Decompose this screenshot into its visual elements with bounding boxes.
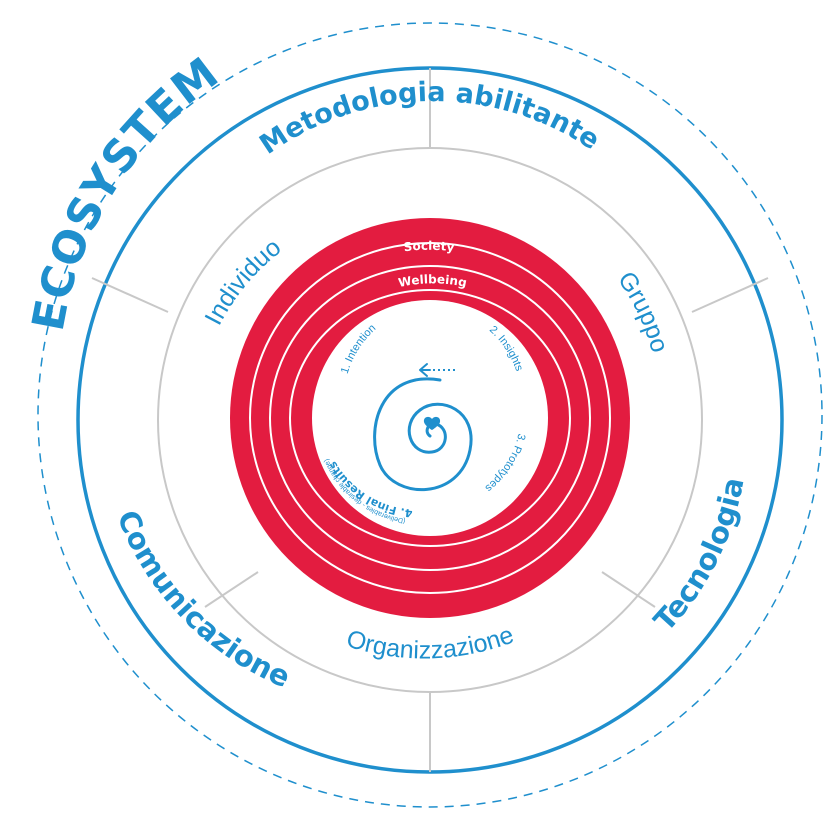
arrow-left-icon bbox=[419, 363, 431, 377]
ring-society bbox=[269, 265, 591, 571]
label-gruppo: Gruppo bbox=[612, 267, 674, 356]
spoke-lower-left bbox=[204, 571, 259, 608]
spiral-icon bbox=[373, 377, 473, 492]
label-innovation: Innovation bbox=[393, 203, 469, 220]
ecosystem-dashed-ring bbox=[37, 22, 823, 808]
label-tecnologia: Tecnologia bbox=[647, 475, 750, 638]
label-organizzazione: Organizzazione bbox=[343, 621, 517, 665]
spoke-lower-right bbox=[601, 571, 656, 608]
core-rings bbox=[249, 242, 611, 594]
ring-wellbeing bbox=[289, 289, 571, 547]
spoke-left bbox=[91, 277, 169, 313]
label-wellbeing: Wellbeing bbox=[397, 272, 468, 290]
outer-spokes bbox=[91, 68, 769, 772]
spoke-right bbox=[691, 277, 769, 313]
ring-innovation bbox=[249, 242, 611, 594]
label-ecosystem: ECOSYSTEM bbox=[23, 47, 229, 334]
spiral-heart-icon bbox=[423, 416, 441, 430]
label-society: Society bbox=[403, 239, 455, 255]
